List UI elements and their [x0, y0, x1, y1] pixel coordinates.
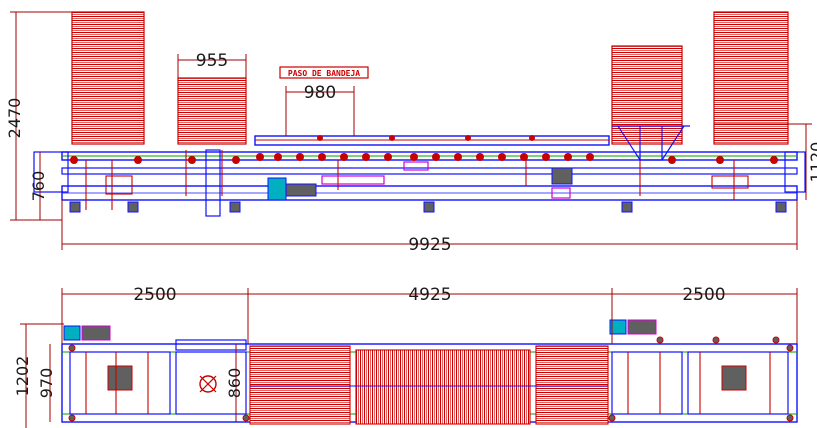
roller-row — [70, 135, 778, 164]
tray-stack-right — [713, 11, 789, 145]
top-view — [20, 288, 798, 428]
dim-2500-right: 2500 — [682, 285, 725, 305]
dim-980: 980 — [304, 83, 336, 103]
dimension-labels: 2470 955 PASO DE BANDEJA 980 760 9925 11… — [5, 51, 817, 398]
dim-2500-left: 2500 — [133, 285, 176, 305]
frame-outer-left — [33, 151, 69, 193]
dim-9925: 9925 — [408, 235, 451, 255]
top-dimensions — [20, 288, 798, 428]
top-trays-right — [535, 345, 609, 425]
lift-unit — [612, 125, 690, 161]
note-paso-bandeja: PASO DE BANDEJA — [288, 69, 360, 78]
tray-stack-third — [611, 45, 683, 145]
note-frame — [279, 66, 369, 79]
dim-2470: 2470 — [5, 98, 24, 139]
drive-motor-top-left — [63, 325, 111, 341]
frame-middle-rail — [61, 167, 798, 175]
dim-860: 860 — [225, 368, 244, 399]
drive-motor-side — [267, 177, 317, 201]
dim-1202: 1202 — [13, 356, 32, 397]
drive-motor-top-right — [609, 319, 657, 335]
side-view — [10, 11, 812, 250]
tray-stack-left — [71, 11, 145, 145]
top-trays-middle — [355, 349, 531, 425]
side-dimensions — [10, 11, 812, 250]
dim-4925: 4925 — [408, 285, 451, 305]
tray-stack-second — [177, 77, 247, 145]
frame-outer-right — [784, 151, 806, 193]
top-trays-left — [249, 345, 351, 425]
frame-feet — [69, 201, 787, 213]
dim-1120: 1120 — [807, 142, 817, 183]
dim-970: 970 — [37, 368, 56, 399]
dim-955: 955 — [196, 51, 228, 71]
dim-760: 760 — [29, 171, 48, 202]
